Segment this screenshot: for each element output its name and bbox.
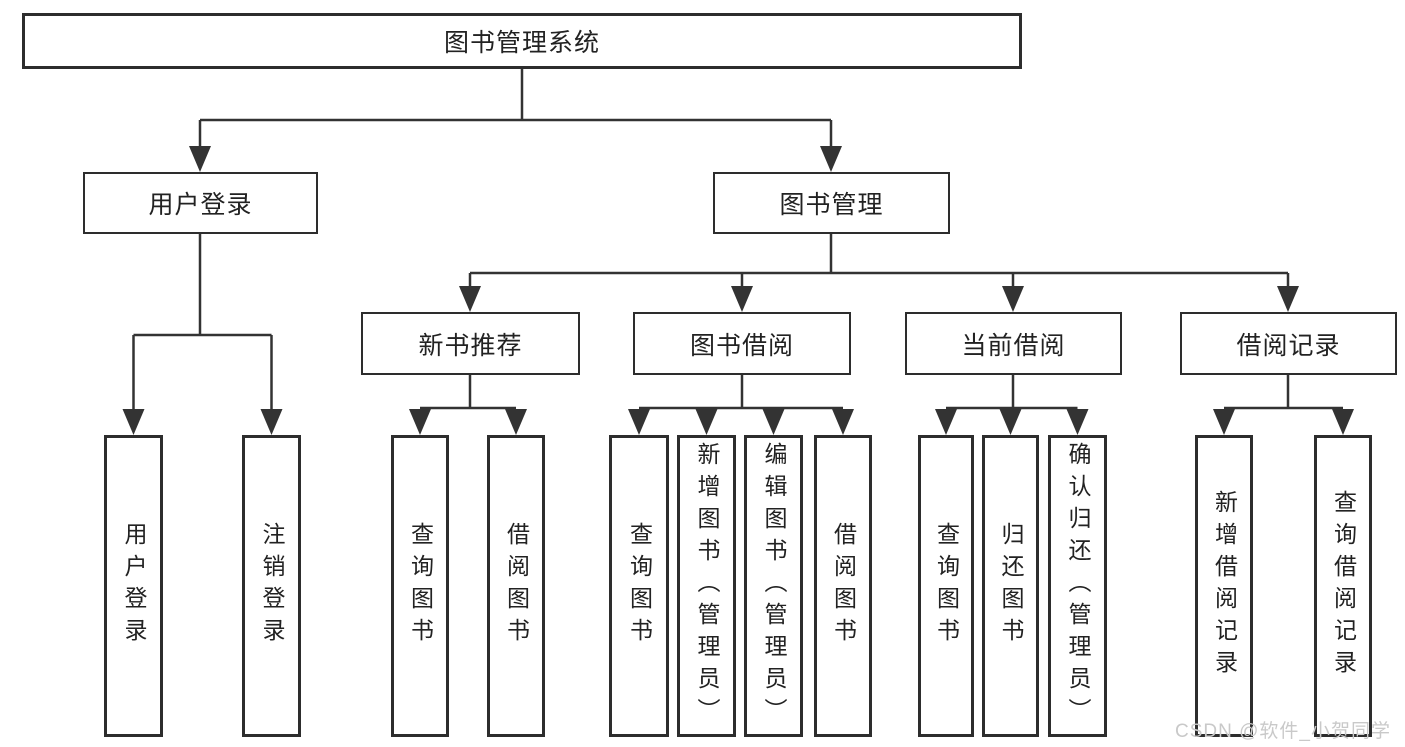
arrow-icon	[820, 146, 842, 172]
leaf-current-confirm-return-admin: 确认归还（管理员）	[1048, 435, 1107, 737]
leaf-borrowing-query-books: 查询图书	[609, 435, 669, 737]
leaf-newrec-borrow-books: 借阅图书	[487, 435, 545, 737]
arrow-icon	[1002, 286, 1024, 312]
node-root: 图书管理系统	[22, 13, 1022, 69]
arrow-icon	[459, 286, 481, 312]
arrow-icon	[1066, 409, 1089, 435]
arrow-icon	[260, 409, 283, 435]
leaf-records-query-record: 查询借阅记录	[1314, 435, 1372, 737]
arrow-icon	[1277, 286, 1299, 312]
leaf-borrowing-edit-books-admin: 编辑图书（管理员）	[744, 435, 803, 737]
edge-borrowing-to-leaves	[639, 375, 843, 410]
arrow-icon	[695, 409, 718, 435]
csdn-watermark: CSDN @软件_小贺同学	[1175, 721, 1391, 742]
node-book-management: 图书管理	[713, 172, 950, 234]
edge-records-to-leaves	[1224, 375, 1343, 410]
edge-current-to-leaves	[946, 375, 1078, 410]
leaf-borrowing-borrow-books: 借阅图书	[814, 435, 872, 737]
edge-bookmgmt-to-level3	[468, 234, 1290, 290]
arrow-icon	[189, 146, 211, 172]
arrow-icon	[409, 409, 431, 435]
edge-userlogin-to-leaves	[132, 234, 273, 413]
arrow-icon	[1213, 409, 1235, 435]
arrow-icon	[762, 409, 785, 435]
node-borrowing-records: 借阅记录	[1180, 312, 1397, 375]
edge-root-to-level2	[198, 69, 833, 150]
leaf-current-return-books: 归还图书	[982, 435, 1039, 737]
arrow-icon	[1332, 409, 1354, 435]
edge-newrec-to-leaves	[420, 375, 516, 410]
leaf-borrowing-add-books-admin: 新增图书（管理员）	[677, 435, 736, 737]
leaf-records-add-record: 新增借阅记录	[1195, 435, 1253, 737]
leaf-newrec-query-books: 查询图书	[391, 435, 449, 737]
arrow-icon	[731, 286, 753, 312]
leaf-user-login: 用户登录	[104, 435, 163, 737]
arrow-icon	[505, 409, 527, 435]
arrow-icon	[999, 409, 1022, 435]
arrow-icon	[935, 409, 957, 435]
arrow-icon	[122, 409, 145, 435]
leaf-logout: 注销登录	[242, 435, 301, 737]
node-current-borrowing: 当前借阅	[905, 312, 1122, 375]
node-new-book-recommend: 新书推荐	[361, 312, 580, 375]
leaf-current-query-books: 查询图书	[918, 435, 974, 737]
node-book-borrowing: 图书借阅	[633, 312, 851, 375]
arrow-icon	[628, 409, 650, 435]
node-user-login: 用户登录	[83, 172, 318, 234]
arrow-icon	[832, 409, 854, 435]
